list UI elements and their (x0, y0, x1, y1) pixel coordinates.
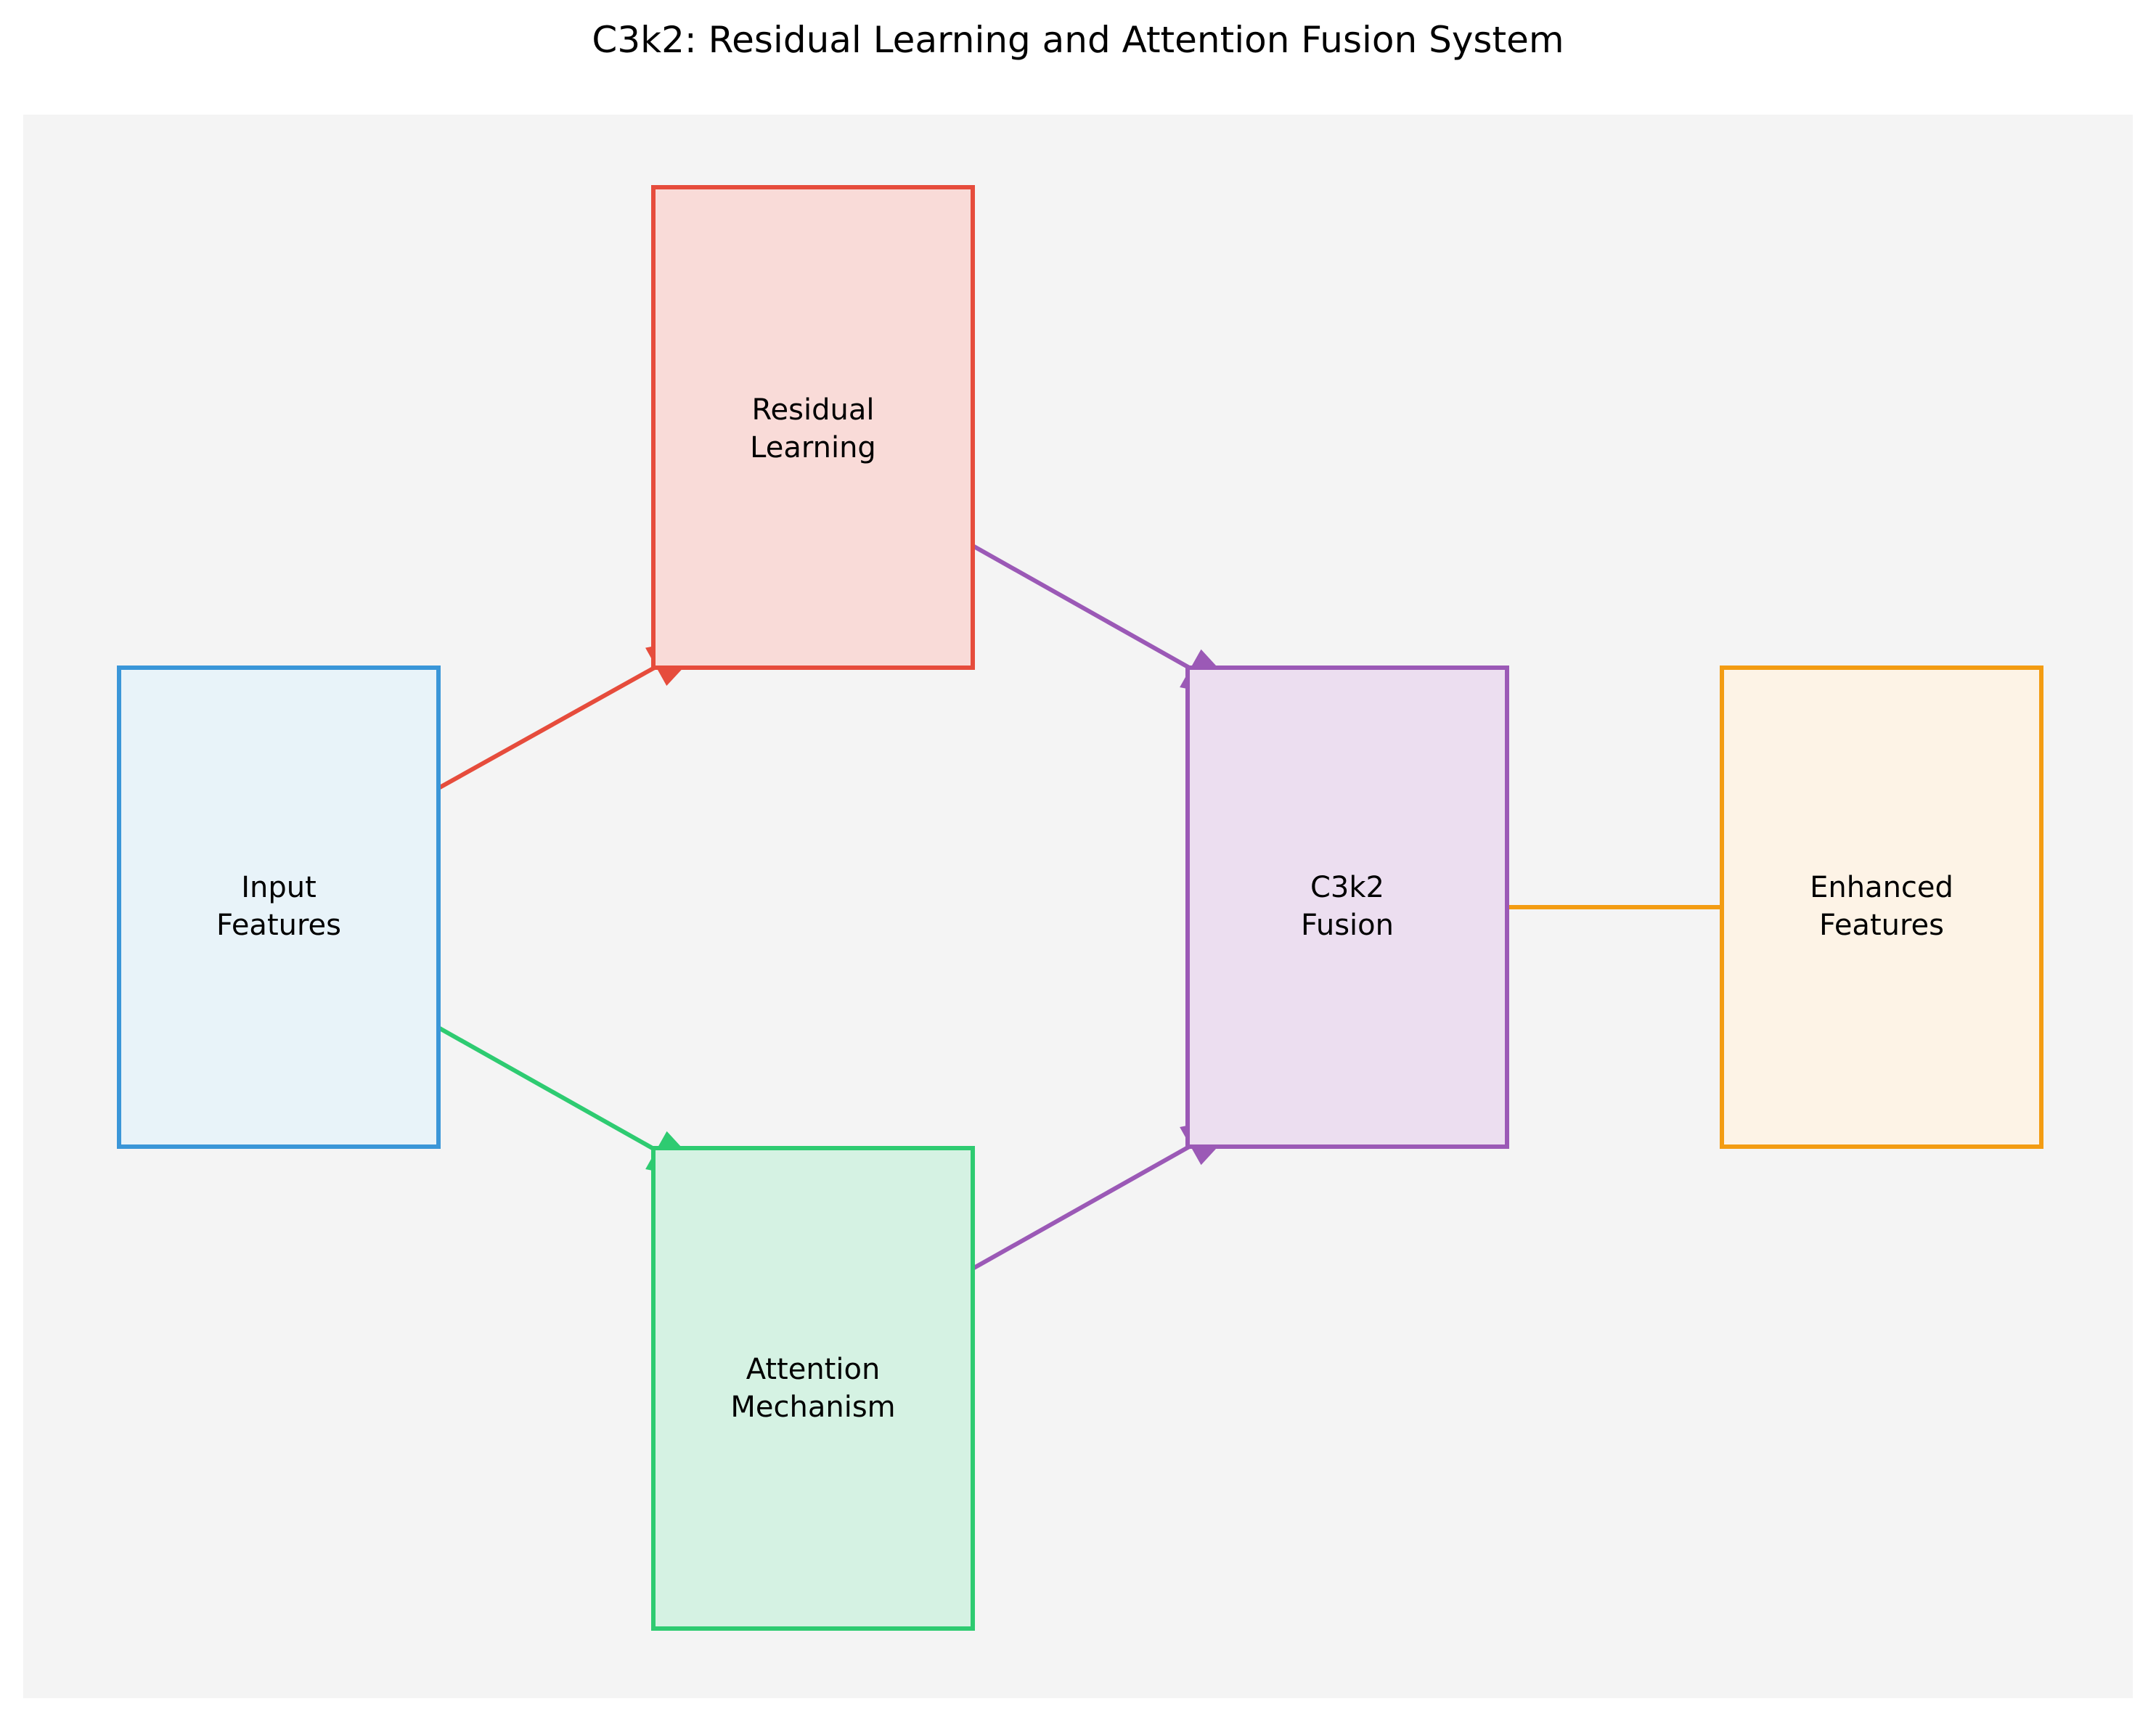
node-box-residual-learning (651, 185, 975, 670)
edge-line (971, 544, 1192, 671)
node-label-attention-mechanism-line2: Mechanism (730, 1391, 895, 1424)
node-enhanced-features[interactable]: Enhanced Features (1720, 666, 2043, 1149)
node-label-enhanced-features-line2: Features (1819, 909, 1944, 942)
node-label-attention-mechanism: Attention (746, 1353, 881, 1386)
node-label-c3k2-fusion-line2: Fusion (1301, 909, 1394, 942)
edge-line (437, 1025, 658, 1152)
node-input-features[interactable]: Input Features (117, 666, 441, 1149)
node-box-c3k2-fusion (1185, 666, 1509, 1149)
node-box-attention-mechanism (651, 1146, 975, 1631)
node-c3k2-fusion[interactable]: C3k2 Fusion (1185, 666, 1509, 1149)
page-title: C3k2: Residual Learning and Attention Fu… (592, 19, 1564, 61)
node-attention-mechanism[interactable]: Attention Mechanism (651, 1146, 975, 1631)
node-label-residual-learning-line2: Learning (750, 431, 876, 464)
node-label-residual-learning: Residual (752, 393, 875, 427)
edge-line (437, 665, 658, 790)
node-residual-learning[interactable]: Residual Learning (651, 185, 975, 670)
node-label-c3k2-fusion: C3k2 (1310, 871, 1384, 904)
edge-line (971, 1144, 1192, 1271)
node-label-enhanced-features: Enhanced (1810, 871, 1953, 904)
node-label-input-features-line2: Features (216, 909, 341, 942)
node-label-input-features: Input (241, 871, 317, 904)
node-box-enhanced-features (1720, 666, 2043, 1149)
node-box-input-features (117, 666, 441, 1149)
